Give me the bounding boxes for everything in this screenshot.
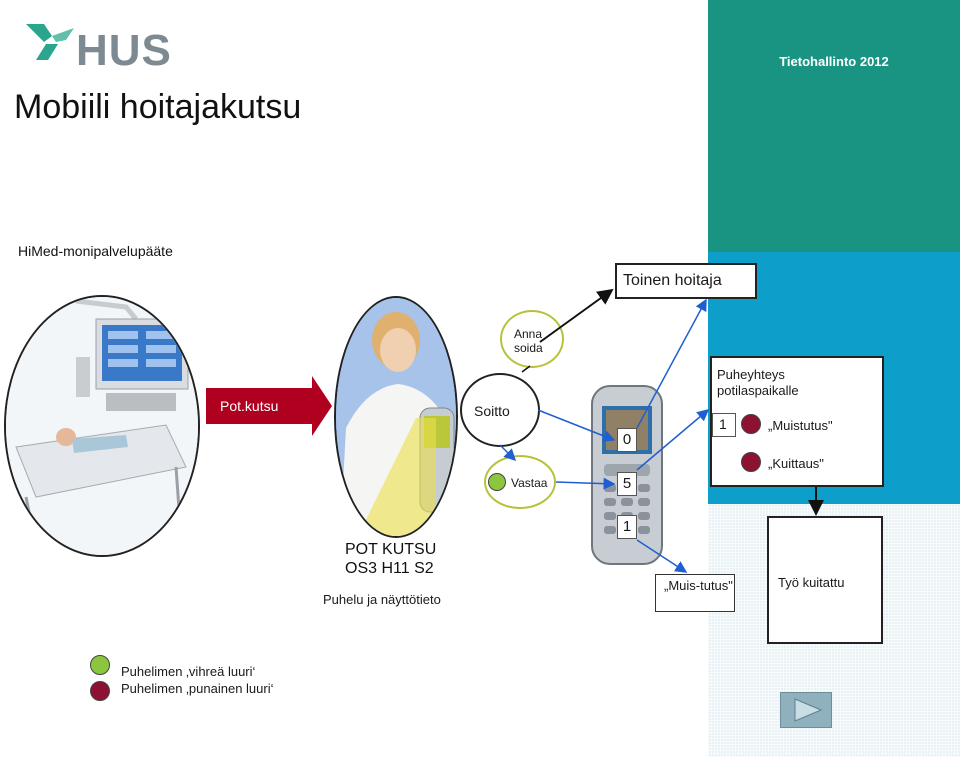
display-caption: Puhelu ja näyttötieto bbox=[323, 592, 441, 607]
green-key-dot-icon bbox=[488, 473, 506, 491]
hus-logo-icon bbox=[26, 24, 74, 60]
toinen-hoitaja-box: Toinen hoitaja bbox=[615, 263, 757, 299]
slide-subtitle: HiMed-monipalvelupääte bbox=[18, 243, 173, 259]
red-key-dot-icon bbox=[741, 452, 761, 472]
hospital-bed-illustration-icon bbox=[6, 297, 198, 555]
red-key-dot-icon bbox=[741, 414, 761, 434]
display-line-2: OS3 H11 S2 bbox=[345, 560, 434, 577]
right-band-top bbox=[708, 0, 960, 252]
puheyhteys-title: Puheyhteys potilaspaikalle bbox=[717, 367, 799, 398]
anna-soida-node: Anna soida bbox=[500, 310, 564, 368]
play-arrow-icon bbox=[794, 698, 823, 722]
nurse-with-phone-image bbox=[334, 296, 458, 538]
slide-title: Mobiili hoitajakutsu bbox=[14, 88, 302, 126]
phone-display-text: POT KUTSU OS3 H11 S2 bbox=[345, 540, 436, 578]
tyo-kuitattu-label: Työ kuitattu bbox=[778, 575, 845, 590]
soitto-node: Soitto bbox=[460, 373, 540, 447]
puheyhteys-box bbox=[710, 356, 884, 487]
muistutus-label: „Muistutus" bbox=[768, 418, 833, 433]
legend-green-dot-icon bbox=[90, 655, 110, 675]
pot-kutsu-label: Pot.kutsu bbox=[206, 388, 299, 424]
hus-logo-text: HUS bbox=[76, 26, 172, 75]
phone-key-1: 1 bbox=[617, 515, 637, 539]
patient-terminal-image bbox=[4, 295, 200, 557]
legend-red-label: Puhelimen ‚punainen luuri‘ bbox=[121, 681, 274, 696]
puheyhteys-key-1: 1 bbox=[712, 413, 736, 437]
next-slide-button[interactable] bbox=[780, 692, 832, 728]
phone-key-0: 0 bbox=[617, 428, 637, 452]
nurse-illustration-icon bbox=[336, 298, 456, 536]
display-line-1: POT KUTSU bbox=[345, 541, 437, 558]
kuittaus-label: „Kuittaus" bbox=[768, 456, 824, 471]
legend-green-label: Puhelimen ‚vihreä luuri‘ bbox=[121, 664, 256, 679]
org-label: Tietohallinto 2012 bbox=[779, 54, 889, 69]
phone-key-5: 5 bbox=[617, 472, 637, 496]
legend-red-dot-icon bbox=[90, 681, 110, 701]
pot-kutsu-arrow-icon bbox=[298, 376, 332, 436]
tyo-kuitattu-box bbox=[767, 516, 883, 644]
muistutus-result-box: „Muis-tutus" bbox=[655, 574, 735, 612]
